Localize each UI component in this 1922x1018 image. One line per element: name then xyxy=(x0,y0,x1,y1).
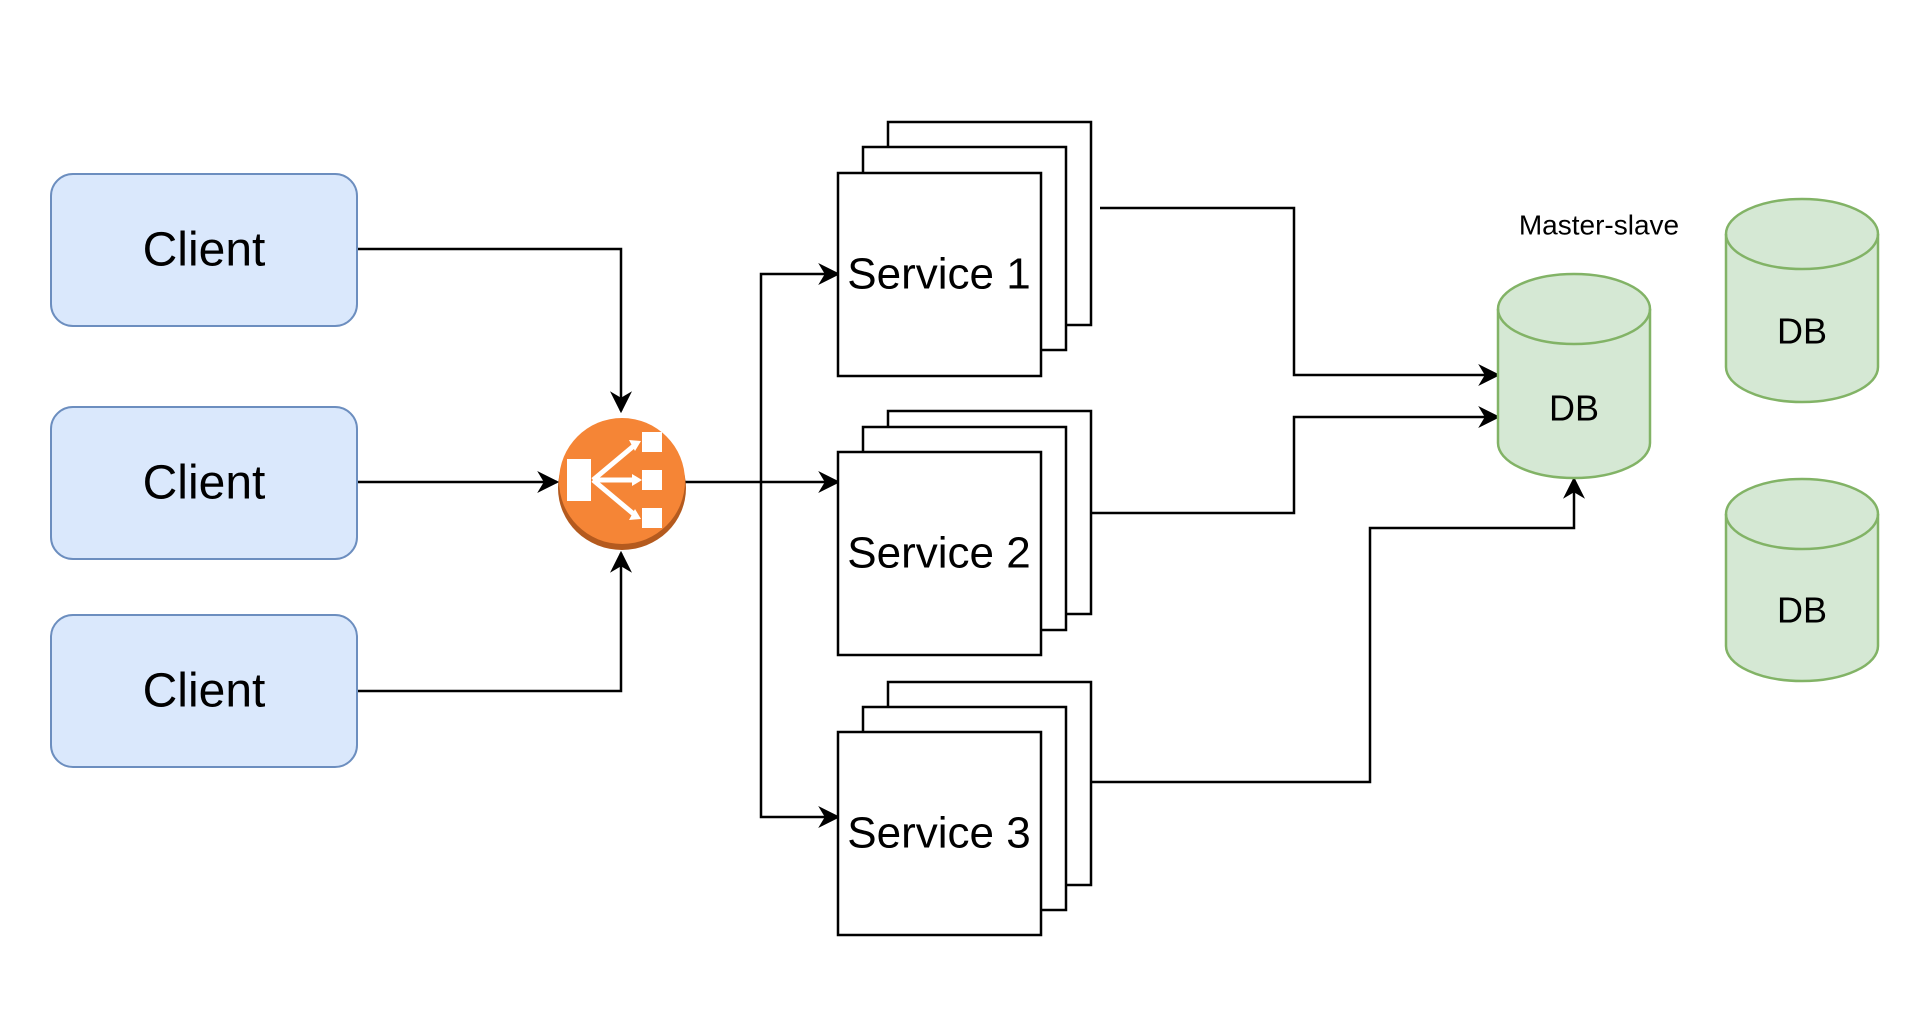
client-node[interactable]: Client xyxy=(50,614,358,768)
replica-db[interactable]: DB xyxy=(1724,477,1880,683)
service-node[interactable]: Service 2 xyxy=(836,409,1093,657)
service-label: Service 1 xyxy=(847,250,1030,299)
load-balancer-icon xyxy=(567,432,662,528)
db-cylinder-body xyxy=(1724,197,1880,404)
db-label: DB xyxy=(1777,311,1827,352)
client-label: Client xyxy=(143,457,266,510)
db-label: DB xyxy=(1549,388,1599,429)
edge-service1-to-db xyxy=(1100,206,1501,386)
db-cylinder-lid xyxy=(1724,513,1880,551)
replica-db[interactable]: DB xyxy=(1724,197,1880,404)
client-label: Client xyxy=(143,665,266,718)
edge-lb-to-service1 xyxy=(759,263,841,482)
db-cylinder-body xyxy=(1724,477,1880,683)
service-label: Service 3 xyxy=(847,809,1030,858)
edge-lb-to-service3 xyxy=(759,482,841,828)
edge-client3-to-lb xyxy=(357,550,632,693)
db-cylinder-lid xyxy=(1724,233,1880,271)
service-box xyxy=(836,730,1043,937)
db-cylinder-body xyxy=(1496,272,1652,480)
service-node[interactable]: Service 1 xyxy=(836,120,1093,378)
master-db[interactable]: DB xyxy=(1496,272,1652,480)
client-node[interactable]: Client xyxy=(50,173,358,327)
client-label: Client xyxy=(143,224,266,277)
master-slave-caption: Master-slave xyxy=(1519,210,1679,241)
client-box xyxy=(50,406,358,560)
db-label: DB xyxy=(1777,590,1827,631)
edges xyxy=(357,206,1585,828)
edge-client1-to-lb xyxy=(357,247,632,414)
service-box xyxy=(836,171,1043,378)
edge-service2-to-db xyxy=(1091,406,1501,515)
edge-service3-to-db xyxy=(1091,476,1585,784)
service-label: Service 2 xyxy=(847,529,1030,578)
client-box xyxy=(50,173,358,327)
service-box xyxy=(836,450,1043,657)
client-box xyxy=(50,614,358,768)
client-node[interactable]: Client xyxy=(50,406,358,560)
service-node[interactable]: Service 3 xyxy=(836,680,1093,937)
db-cylinder-lid xyxy=(1496,308,1652,346)
load-balancer[interactable] xyxy=(558,418,686,550)
